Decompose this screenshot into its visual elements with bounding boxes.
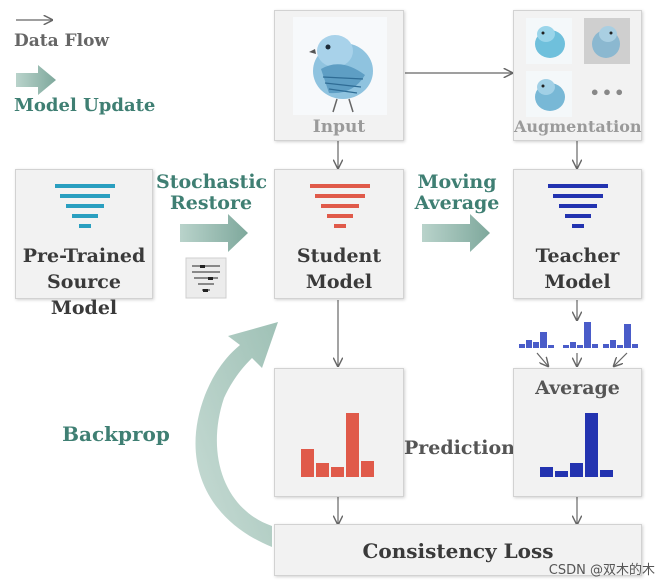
input-bird-image <box>293 17 387 115</box>
source-model-icon <box>55 184 115 228</box>
consistency-loss-label: Consistency Loss <box>362 539 554 563</box>
input-label: Input <box>312 117 366 137</box>
legend-model-update-label: Model Update <box>14 95 156 116</box>
edge-bar3-average <box>614 352 628 366</box>
backprop-label: Backprop <box>62 422 170 446</box>
input-box: Input <box>274 10 404 141</box>
teacher-average-histogram <box>540 413 613 477</box>
aug-pred-histogram-1 <box>519 332 554 348</box>
average-label: Average <box>535 377 620 399</box>
prediction-label: Prediction <box>404 437 515 459</box>
pretrained-label-line1: Pre-Trained <box>22 245 146 267</box>
teacher-label-line2: Model <box>544 271 611 293</box>
augmentation-box: ••• Augmentation <box>513 10 642 141</box>
moving-average-label-line1: Moving <box>417 171 497 193</box>
more-augmentations-ellipsis: ••• <box>589 83 627 102</box>
aug-pred-histogram-2 <box>563 322 598 348</box>
augmented-predictions <box>519 322 638 348</box>
consistency-loss-box: Consistency Loss <box>274 524 642 576</box>
stochastic-restore-arrow <box>180 214 248 252</box>
edge-bar1-average <box>536 352 548 366</box>
pretrained-label-line2: Source Model <box>47 271 121 319</box>
student-label-line1: Student <box>296 245 382 267</box>
legend-data-flow-label: Data Flow <box>14 31 110 51</box>
moving-average-arrow <box>422 214 490 252</box>
stochastic-restore-label-line2: Restore <box>169 192 253 214</box>
student-prediction-histogram <box>301 413 374 477</box>
pretrained-source-model-box: Pre-Trained Source Model <box>15 169 153 319</box>
student-model-icon <box>310 184 370 228</box>
legend-model-update-arrow <box>16 65 56 95</box>
augmentation-label: Augmentation <box>514 117 642 136</box>
student-model-box: Student Model <box>274 169 404 299</box>
teacher-model-box: Teacher Model <box>513 169 642 299</box>
student-label-line2: Model <box>305 271 373 293</box>
aug-pred-histogram-3 <box>603 324 638 348</box>
teacher-model-icon <box>548 184 608 228</box>
watermark: CSDN @双木的木 <box>548 563 655 578</box>
teacher-label-line1: Teacher <box>535 245 620 267</box>
teacher-average-box: Average <box>513 368 642 497</box>
augmented-image-3 <box>526 71 572 117</box>
moving-average-label-line2: Average <box>414 192 500 214</box>
stochastic-restore-label-line1: Stochastic <box>156 171 268 193</box>
restore-mask-icon <box>185 257 227 299</box>
student-prediction-box <box>274 368 404 497</box>
augmented-image-2 <box>584 18 630 64</box>
augmented-image-1 <box>526 18 572 64</box>
backprop-arrow <box>195 322 278 547</box>
